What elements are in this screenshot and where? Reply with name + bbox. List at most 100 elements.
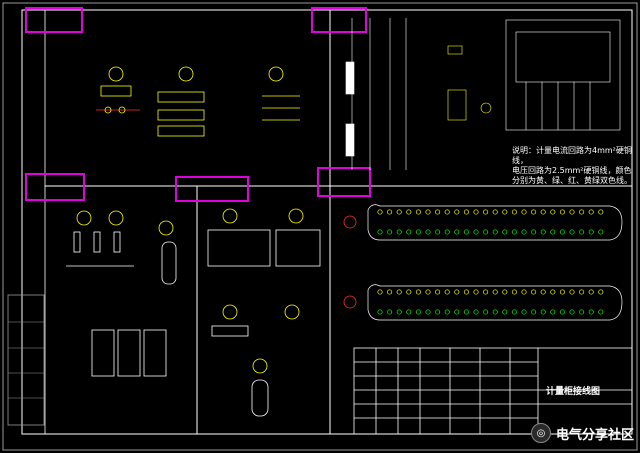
terminal-dot [406,209,412,215]
terminal-dot [435,289,441,295]
terminal-dot [531,209,537,215]
terminal-dot [502,229,508,235]
top-left-devices [96,66,300,137]
terminal-dot [463,229,469,235]
terminal-dot [387,289,393,295]
terminal-dot [387,309,393,315]
terminal-dots [377,209,604,315]
wiring-note: 说明：计量电流回路为4mm²硬铜线， 电压回路为2.5mm²硬铜线，颜色 分别为… [512,146,640,186]
terminal-dot [444,209,450,215]
highlight-boxes [25,7,371,202]
terminal-dot [559,209,565,215]
terminal-dot [521,209,527,215]
terminal-block-upper [343,204,623,241]
terminal-dot [521,309,527,315]
top-right-terminals [345,18,621,170]
bottom-middle-meters [207,208,321,417]
terminal-dot [579,289,585,295]
terminal-dot [502,289,508,295]
terminal-dot [387,209,393,215]
terminal-dot [511,289,517,295]
terminal-dot [540,309,546,315]
note-line-1: 说明：计量电流回路为4mm²硬铜线， [512,146,632,165]
terminal-dot [559,309,565,315]
terminal-dot [483,289,489,295]
terminal-dot [540,289,546,295]
terminal-dot [406,289,412,295]
terminal-dot [579,209,585,215]
bottom-left-transformers [66,210,177,377]
terminal-dot [559,229,565,235]
terminal-dot [492,289,498,295]
terminal-block-lower [343,284,623,321]
terminal-dot [473,309,479,315]
watermark: ◎ 电气分享社区 [530,423,634,443]
title-block [353,347,633,435]
terminal-dot [598,289,604,295]
terminal-dot [511,229,517,235]
terminal-dot [492,209,498,215]
terminal-dot [396,309,402,315]
note-line-2: 电压回路为2.5mm²硬铜线，颜色 [512,166,632,175]
terminal-dot [521,229,527,235]
drawing-border [21,9,633,435]
drawing-title: 计量柜接线图 [546,387,601,397]
terminal-dot [540,209,546,215]
terminal-dot [483,229,489,235]
terminal-dot [454,289,460,295]
terminal-dot [588,309,594,315]
terminal-dot [454,309,460,315]
terminal-dot [454,229,460,235]
terminal-dot [425,309,431,315]
terminal-dot [502,209,508,215]
terminal-dot [435,309,441,315]
terminal-dot [569,229,575,235]
terminal-dot [521,289,527,295]
terminal-dot [473,289,479,295]
terminal-dot [387,229,393,235]
terminal-dot [435,209,441,215]
terminal-dot [444,309,450,315]
terminal-dot [377,309,383,315]
terminal-dot [415,309,421,315]
terminal-dot [454,209,460,215]
terminal-dot [588,289,594,295]
terminal-dot [569,209,575,215]
terminal-dot [540,229,546,235]
terminal-dot [463,289,469,295]
terminal-dot [511,209,517,215]
terminal-dot [588,229,594,235]
wechat-icon: ◎ [530,423,551,443]
terminal-dot [435,229,441,235]
terminal-dot [444,289,450,295]
terminal-dot [483,209,489,215]
terminal-dot [377,229,383,235]
terminal-dot [483,309,489,315]
terminal-dot [598,309,604,315]
note-line-3: 分别为黄、绿、红、黄绿双色线。 [512,176,632,185]
terminal-dot [598,229,604,235]
terminal-dot [444,229,450,235]
terminal-dot [531,289,537,295]
terminal-dot [550,289,556,295]
terminal-dot [396,229,402,235]
terminal-dot [415,209,421,215]
terminal-dot [396,209,402,215]
terminal-dot [598,209,604,215]
terminal-dot [550,209,556,215]
terminal-dot [492,229,498,235]
terminal-dot [531,229,537,235]
terminal-dot [531,309,537,315]
terminal-dot [463,209,469,215]
terminal-dot [415,289,421,295]
terminal-dot [377,209,383,215]
terminal-dot [415,229,421,235]
terminal-dot [406,229,412,235]
terminal-dot [550,229,556,235]
terminal-dot [502,309,508,315]
terminal-dot [569,309,575,315]
terminal-dot [377,289,383,295]
terminal-dot [579,309,585,315]
terminal-dot [473,229,479,235]
